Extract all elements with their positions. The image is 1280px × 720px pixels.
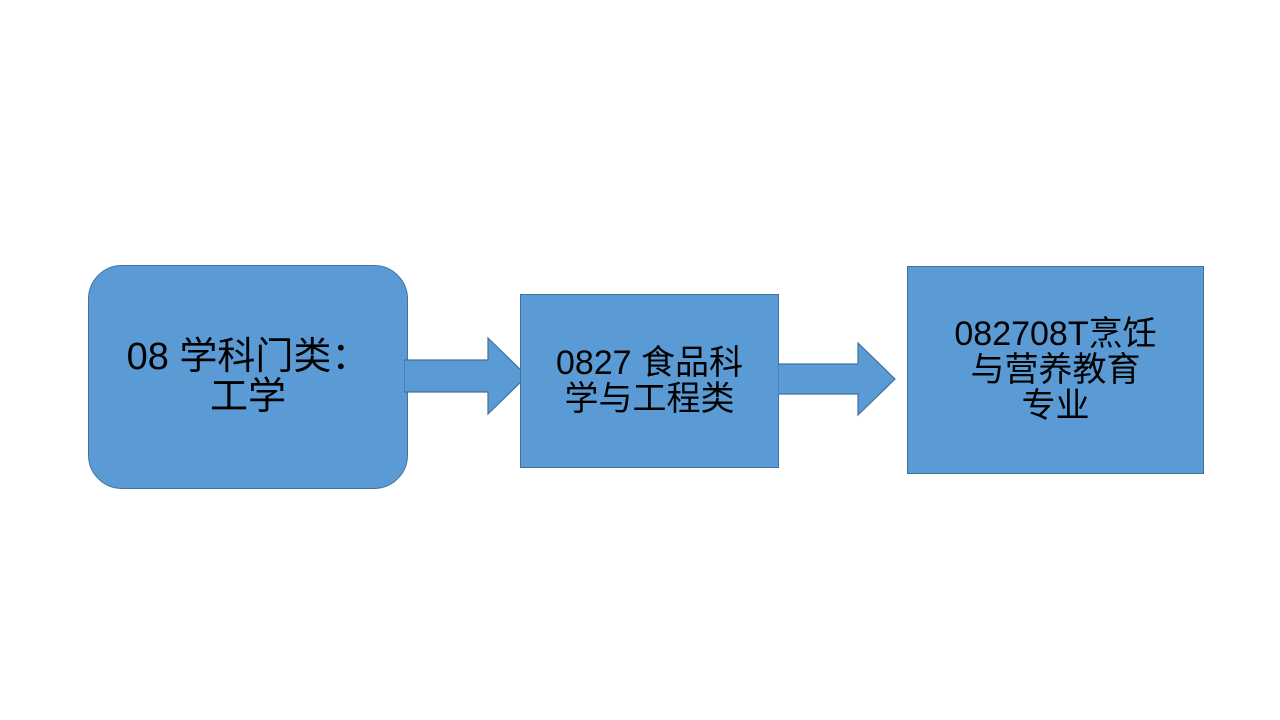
arrow-category-to-major[interactable] (778, 338, 896, 420)
flow-node-discipline-label: 08 学科门类： 工学 (126, 335, 370, 418)
right-arrow-icon (404, 336, 528, 416)
flow-node-major[interactable]: 082708T烹饪 与营养教育 专业 (907, 266, 1204, 474)
arrow-discipline-to-category[interactable] (404, 332, 528, 420)
flow-node-category[interactable]: 0827 食品科 学与工程类 (520, 294, 779, 468)
flow-node-major-label: 082708T烹饪 与营养教育 专业 (954, 314, 1157, 426)
right-arrow-icon (778, 341, 896, 417)
flow-node-category-label: 0827 食品科 学与工程类 (555, 343, 744, 418)
flow-node-discipline[interactable]: 08 学科门类： 工学 (88, 265, 408, 489)
